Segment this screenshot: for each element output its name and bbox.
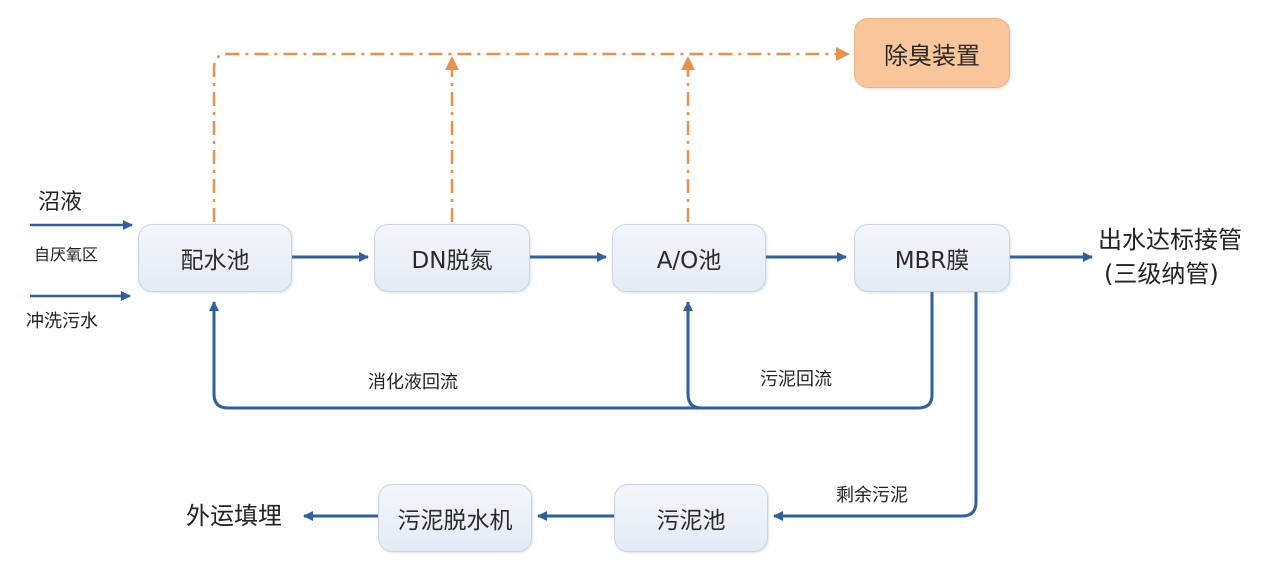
- anaerobic-zone-label: 自厌氧区: [34, 245, 99, 264]
- flush-water-label: 冲洗污水: [26, 311, 98, 332]
- landfill-label: 外运填埋: [186, 502, 282, 530]
- sludge-return-line: [683, 292, 934, 410]
- excess-sludge-label: 剩余污泥: [836, 485, 908, 506]
- mbr-label: MBR膜: [894, 248, 970, 274]
- dn-label: DN脱氮: [411, 248, 493, 274]
- discharge-sub-label: (三级纳管): [1104, 260, 1219, 288]
- nitrified-return-line: [209, 301, 700, 410]
- mix-tank-box: 配水池: [138, 224, 292, 292]
- biogas-slurry-label: 沼液: [38, 190, 83, 215]
- sludge-return-label: 污泥回流: [760, 369, 832, 390]
- odor-line-main: [212, 47, 850, 222]
- discharge-label: 出水达标接管: [1098, 226, 1242, 254]
- ao-label: A/O池: [656, 248, 722, 274]
- nitrified-return-label: 消化液回流: [368, 372, 458, 393]
- deodor-label: 除臭装置: [884, 41, 980, 70]
- dn-box: DN脱氮: [374, 224, 530, 292]
- deodor-box: 除臭装置: [854, 18, 1010, 88]
- sludge-tank-label: 污泥池: [656, 508, 726, 534]
- mix-tank-label: 配水池: [180, 248, 250, 274]
- dewater-box: 污泥脱水机: [378, 484, 532, 552]
- excess-sludge-line: [773, 292, 978, 521]
- ao-box: A/O池: [612, 224, 766, 292]
- mbr-box: MBR膜: [854, 224, 1010, 292]
- dewater-label: 污泥脱水机: [397, 508, 513, 534]
- sludge-tank-box: 污泥池: [614, 484, 768, 552]
